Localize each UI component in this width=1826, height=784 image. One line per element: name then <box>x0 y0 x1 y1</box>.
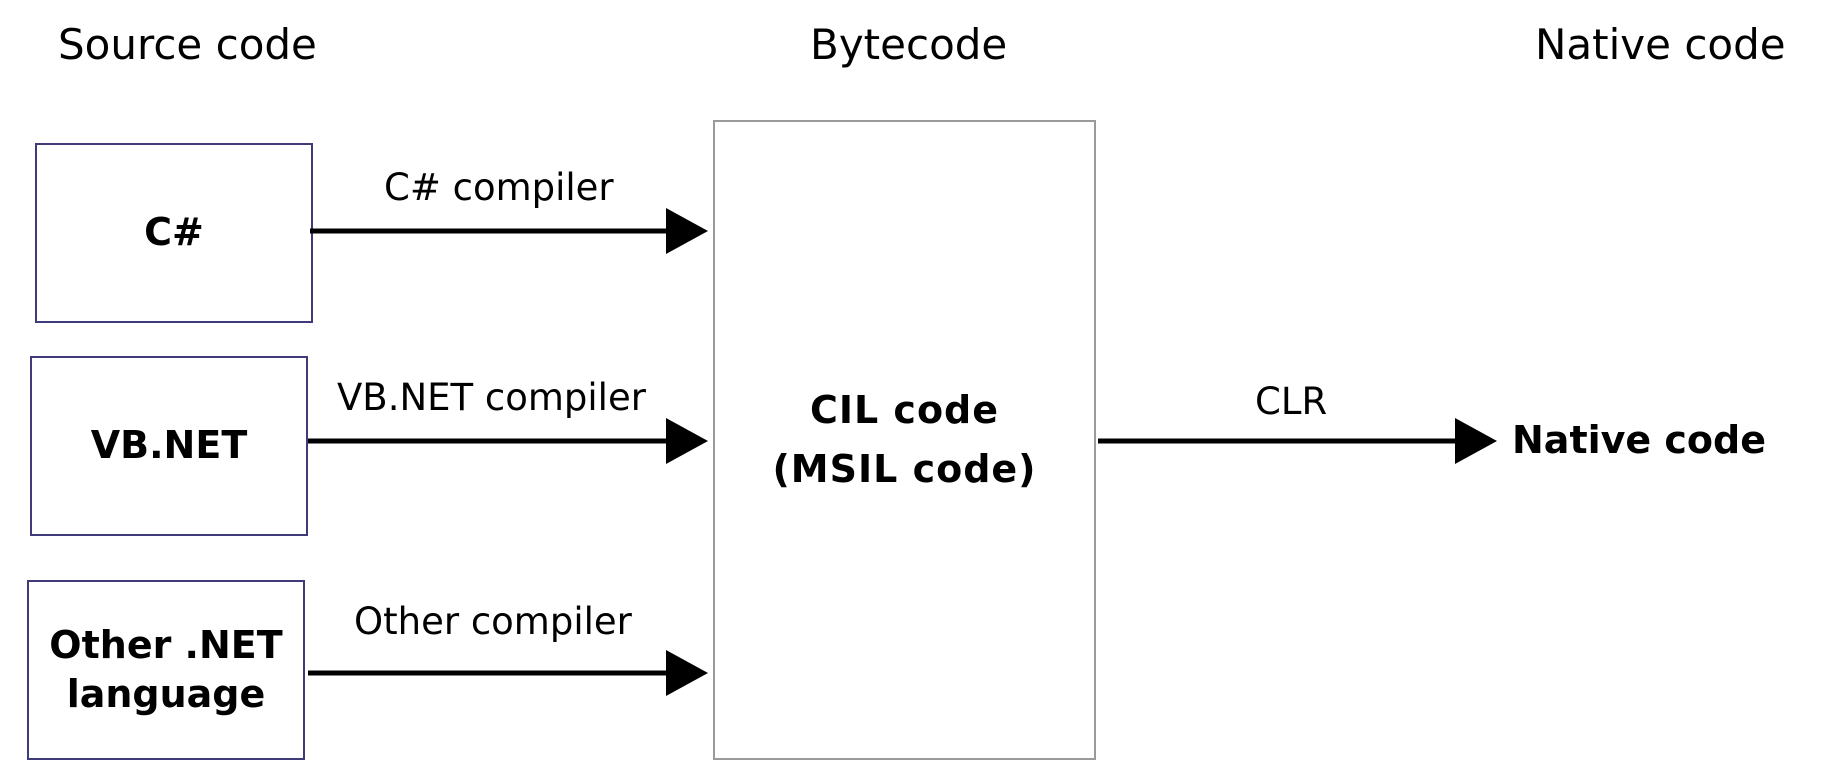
native-code-target: Native code <box>1512 418 1767 462</box>
cil-code-line2: (MSIL code) <box>772 447 1037 491</box>
cil-code-line1: CIL code <box>809 388 1000 433</box>
heading-native-code: Native code <box>1535 20 1786 69</box>
cil-code-label: CIL code (MSIL code) <box>772 381 1036 499</box>
arrow-cil-to-native <box>1098 418 1497 464</box>
edge-label-csharp-compiler: C# compiler <box>384 166 614 209</box>
arrow-csharp-to-cil <box>310 208 708 254</box>
source-box-vbnet: VB.NET <box>30 356 308 536</box>
heading-bytecode: Bytecode <box>810 20 1008 69</box>
source-label-vbnet: VB.NET <box>90 423 248 468</box>
source-label-other: Other .NET language <box>49 622 283 716</box>
arrow-other-to-cil <box>308 650 708 696</box>
edge-label-clr: CLR <box>1255 380 1328 423</box>
cil-code-box: CIL code (MSIL code) <box>713 120 1096 760</box>
edge-label-other-compiler: Other compiler <box>354 600 632 643</box>
arrow-vbnet-to-cil <box>308 418 708 464</box>
source-box-csharp: C# <box>35 143 313 323</box>
edge-label-vbnet-compiler: VB.NET compiler <box>337 376 646 419</box>
source-label-csharp: C# <box>144 210 204 255</box>
heading-source-code: Source code <box>58 20 317 69</box>
source-box-other: Other .NET language <box>27 580 305 760</box>
